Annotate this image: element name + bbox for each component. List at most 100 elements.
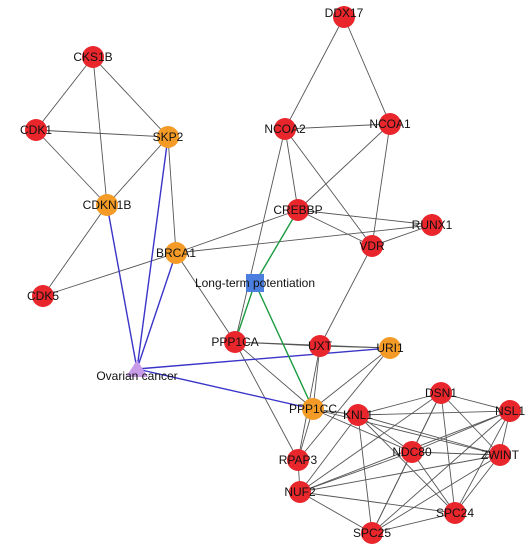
edge-layer <box>35 16 511 534</box>
edge-knl1-nsl1 <box>357 410 511 416</box>
node-ppp1cc[interactable] <box>302 398 324 420</box>
node-ndc80[interactable] <box>401 441 423 463</box>
edge-knl1-dsn1 <box>357 392 442 416</box>
node-cdkn1b[interactable] <box>96 194 118 216</box>
node-crebbp[interactable] <box>287 199 309 221</box>
edge-ncoa2-ncoa1 <box>284 123 391 130</box>
edge-ddx17-ncoa1 <box>343 16 391 125</box>
edge-cdk1-cdkn1b <box>35 129 108 206</box>
edge-crebbp-vdr <box>297 209 373 247</box>
node-spc24[interactable] <box>444 502 466 524</box>
edge-knl1-spc25 <box>357 414 373 534</box>
node-uxt[interactable] <box>309 335 331 357</box>
node-ppp1ca[interactable] <box>224 331 246 353</box>
edge-zwint-spc24 <box>454 454 501 514</box>
edge-nsl1-spc25 <box>371 410 511 534</box>
edge-uri1-ppp1cc <box>312 347 391 410</box>
edge-ndc80-spc25 <box>371 451 413 534</box>
node-spc25[interactable] <box>361 522 383 544</box>
node-label-nsl1: NSL1 <box>495 404 525 418</box>
edge-brca1-cdk5 <box>42 252 177 297</box>
node-label-ncoa2: NCOA2 <box>264 122 306 136</box>
node-label-spc25: SPC25 <box>353 526 391 540</box>
node-ltp[interactable] <box>246 274 264 292</box>
node-label-zwint: ZWINT <box>481 448 520 462</box>
edge-cdkn1b-cdk5 <box>42 204 108 297</box>
node-label-ltp: Long-term potentiation <box>195 276 315 290</box>
node-layer <box>25 6 521 544</box>
node-ovca[interactable] <box>126 360 148 377</box>
edge-crebbp-brca1 <box>175 209 299 254</box>
node-zwint[interactable] <box>489 444 511 466</box>
edge-ncoa2-vdr <box>284 128 373 247</box>
edge-spc24-spc25 <box>371 512 456 534</box>
node-label-nuf2: NUF2 <box>284 485 316 499</box>
node-label-ncoa1: NCOA1 <box>369 117 411 131</box>
node-label-ddx17: DDX17 <box>325 6 364 20</box>
edge-ovca-ppp1cc <box>136 368 314 410</box>
node-label-cdk1: CDK1 <box>20 123 52 137</box>
node-label-runx1: RUNX1 <box>412 218 453 232</box>
edge-ncoa1-vdr <box>371 123 391 247</box>
node-label-crebbp: CREBBP <box>273 203 322 217</box>
node-nuf2[interactable] <box>289 481 311 503</box>
node-runx1[interactable] <box>421 214 443 236</box>
edge-skp2-cdkn1b <box>106 136 169 206</box>
edge-nuf2-spc24 <box>299 491 456 514</box>
edge-nuf2-spc25 <box>299 491 373 534</box>
edge-nsl1-spc24 <box>454 410 511 514</box>
edge-skp2-brca1 <box>167 136 177 254</box>
edge-zwint-nuf2 <box>299 454 501 493</box>
node-label-ppp1ca: PPP1CA <box>211 335 258 349</box>
edge-vdr-uxt <box>319 245 373 347</box>
node-brca1[interactable] <box>165 242 187 264</box>
node-cdk1[interactable] <box>25 119 47 141</box>
node-label-cdk5: CDK5 <box>27 289 59 303</box>
node-label-cdkn1b: CDKN1B <box>83 198 132 212</box>
node-cdk5[interactable] <box>32 285 54 307</box>
node-label-spc24: SPC24 <box>436 506 474 520</box>
node-label-knl1: KNL1 <box>343 408 373 422</box>
node-rpap3[interactable] <box>287 449 309 471</box>
edge-ltp-crebbp <box>254 209 299 284</box>
node-ncoa1[interactable] <box>379 113 401 135</box>
node-label-brca1: BRCA1 <box>156 246 196 260</box>
edge-brca1-ppp1ca <box>175 252 236 343</box>
node-label-ovca: Ovarian cancer <box>96 369 177 383</box>
edge-cks1b-cdkn1b <box>92 56 108 206</box>
node-knl1[interactable] <box>347 404 369 426</box>
node-ncoa2[interactable] <box>274 118 296 140</box>
edge-dsn1-nsl1 <box>440 392 511 412</box>
node-label-dsn1: DSN1 <box>425 386 457 400</box>
edge-knl1-nuf2 <box>299 414 359 493</box>
edge-ltp-ppp1cc <box>254 282 314 410</box>
node-label-cks1b: CKS1B <box>73 50 112 64</box>
node-label-uri1: URI1 <box>376 341 404 355</box>
edge-uxt-uri1 <box>319 345 391 349</box>
node-label-ndc80: NDC80 <box>392 445 432 459</box>
node-label-rpap3: RPAP3 <box>279 453 318 467</box>
node-dsn1[interactable] <box>430 382 452 404</box>
edge-dsn1-nuf2 <box>299 392 442 493</box>
node-uri1[interactable] <box>379 337 401 359</box>
edge-brca1-runx1 <box>175 224 433 254</box>
edge-ppp1ca-rpap3 <box>234 341 299 461</box>
edge-zwint-spc25 <box>371 454 501 534</box>
node-ddx17[interactable] <box>333 6 355 28</box>
edge-ppp1ca-ppp1cc <box>234 341 314 410</box>
edge-ovca-brca1 <box>136 252 177 370</box>
edge-knl1-zwint <box>357 414 501 456</box>
node-skp2[interactable] <box>157 126 179 148</box>
edge-nsl1-ndc80 <box>411 410 511 453</box>
edge-ddx17-ncoa2 <box>284 16 345 130</box>
node-nsl1[interactable] <box>499 400 521 422</box>
node-cks1b[interactable] <box>82 46 104 68</box>
node-label-skp2: SKP2 <box>153 130 184 144</box>
edge-crebbp-runx1 <box>297 209 433 226</box>
node-vdr[interactable] <box>361 235 383 257</box>
edge-ppp1cc-ndc80 <box>312 408 413 453</box>
edge-ovca-uri1 <box>136 347 391 370</box>
